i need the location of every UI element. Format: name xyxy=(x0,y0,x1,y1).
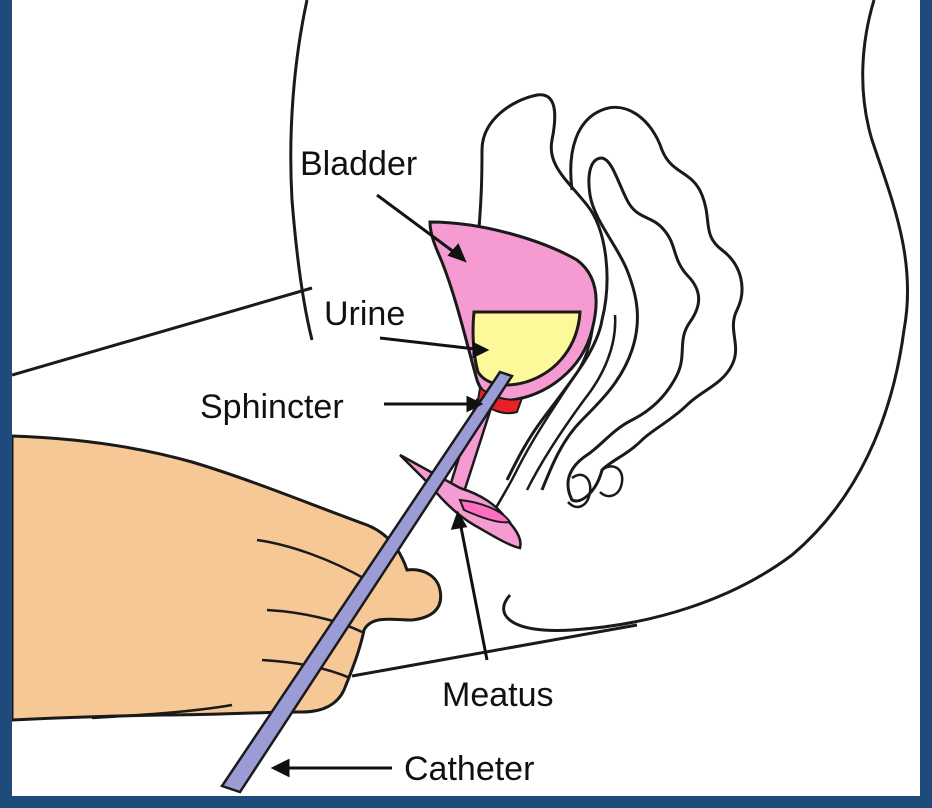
sphincter-label: Sphincter xyxy=(200,388,344,426)
thigh-line-upper xyxy=(12,288,312,375)
anus-loop xyxy=(600,466,622,496)
catheter-diagram: Bladder Urine Sphincter Meatus Catheter xyxy=(12,0,920,796)
catheter-arrowhead xyxy=(274,761,288,775)
catheter-label: Catheter xyxy=(404,750,534,788)
bladder-label: Bladder xyxy=(300,145,417,183)
diagram-frame: Bladder Urine Sphincter Meatus Catheter xyxy=(12,0,920,796)
meatus-pointer xyxy=(460,522,487,660)
thigh-line-lower xyxy=(352,625,637,676)
urine-label: Urine xyxy=(324,295,405,333)
meatus-label: Meatus xyxy=(442,676,554,714)
